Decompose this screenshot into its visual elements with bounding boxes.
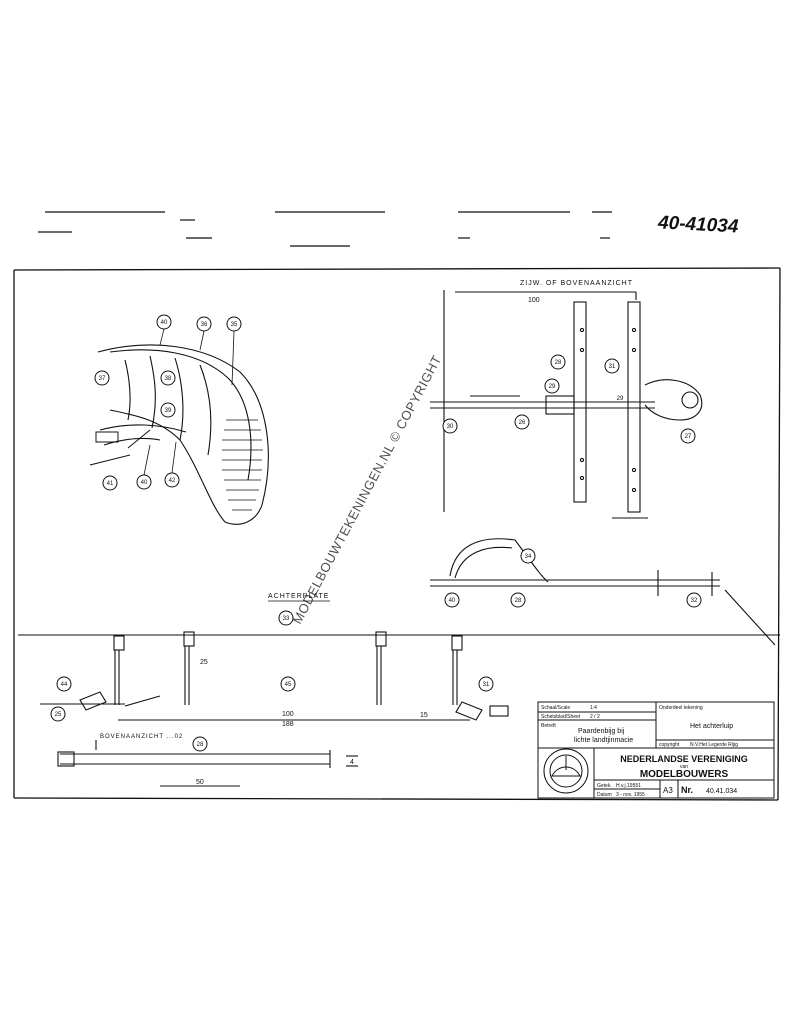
callout-label: 40 xyxy=(141,480,148,486)
society-emblem xyxy=(543,748,589,794)
drawing-number: 40.41.034 xyxy=(706,788,737,795)
subject-label: Betreft xyxy=(541,723,556,729)
callout-bubble xyxy=(544,378,560,394)
callout-label: 32 xyxy=(691,598,698,604)
number-label: Nr. xyxy=(681,785,693,795)
callout-bubble xyxy=(686,592,702,608)
dimension-label: 15 xyxy=(420,712,428,719)
drawn-value: H.v.j.19551 xyxy=(616,783,641,789)
copyright-label: copyright xyxy=(659,742,680,748)
callouts-upper-right xyxy=(442,354,696,444)
callout-label: 31 xyxy=(609,364,616,370)
callout-bubble xyxy=(442,418,458,434)
drawing-border xyxy=(13,267,781,801)
callout-label: 28 xyxy=(197,742,204,748)
ship-name: Het achterluip xyxy=(690,723,733,730)
callout-label: 33 xyxy=(283,616,290,622)
org-name-line-2: MODELBOUWERS xyxy=(640,769,729,780)
callout-label: 45 xyxy=(285,682,292,688)
drawn-label: Getek. xyxy=(597,783,612,789)
dimension-label: 25 xyxy=(200,659,208,666)
callout-label: 25 xyxy=(55,712,62,718)
callout-bubble xyxy=(280,676,296,692)
callout-bubble xyxy=(56,676,72,692)
callout-label: 40 xyxy=(161,320,168,326)
scale-value: 1:4 xyxy=(590,705,597,711)
ship-label: Onderdeel tekening xyxy=(659,705,703,711)
pin-detail-left xyxy=(89,429,151,466)
dimension-label: 188 xyxy=(282,721,294,728)
callout-label: 44 xyxy=(61,682,68,688)
callouts-lower-left xyxy=(50,610,494,722)
sheet-value: 2 / 2 xyxy=(590,714,600,720)
callouts-bottom-left xyxy=(192,736,208,752)
callout-bubble xyxy=(444,592,460,608)
org-name-van: van xyxy=(680,764,688,770)
title-block xyxy=(537,701,775,799)
callout-bubble xyxy=(160,370,176,386)
callout-label: 27 xyxy=(685,434,692,440)
callout-label: 37 xyxy=(99,376,106,382)
rudder-perspective-view xyxy=(97,344,269,525)
callout-bubble xyxy=(604,358,620,374)
callout-leaders-upper-left xyxy=(143,328,235,476)
callouts-middle-right xyxy=(444,548,702,608)
callout-bubble xyxy=(510,592,526,608)
callout-bubble xyxy=(478,676,494,692)
callout-bubble xyxy=(680,428,696,444)
callout-bubble xyxy=(514,414,530,430)
header-fragments xyxy=(38,211,612,247)
callout-label: 28 xyxy=(515,598,522,604)
hinge-detail xyxy=(430,538,776,646)
callout-bubble xyxy=(94,370,110,386)
callout-bubble xyxy=(520,548,536,564)
callout-label: 36 xyxy=(201,322,208,328)
callout-label: 29 xyxy=(549,384,556,390)
callout-bubble xyxy=(192,736,208,752)
subject-line-1: Paardenbijg bij xyxy=(578,728,625,735)
callout-label: 30 xyxy=(447,424,454,430)
side-view-geometry xyxy=(430,290,703,519)
callout-label: 26 xyxy=(519,420,526,426)
callout-label: 42 xyxy=(169,478,176,484)
subject-line-2: lichte landtjinmacie xyxy=(574,737,633,744)
callouts-upper-left xyxy=(94,314,242,491)
callout-bubble xyxy=(50,706,66,722)
strap-plan-view xyxy=(57,740,358,787)
callout-bubble xyxy=(278,610,294,626)
dimension-label: 100 xyxy=(282,711,294,718)
copyright-value: N.V.Het Legerde Rijig xyxy=(690,742,738,748)
sheet-label: Schetsblad/Sheet xyxy=(541,714,581,720)
handwritten-drawing-number: 40-41034 xyxy=(657,212,740,237)
callout-label: 39 xyxy=(165,408,172,414)
callout-bubble xyxy=(550,354,566,370)
copyright-watermark: MODELBOUWTEKENINGEN.NL © COPYRIGHT xyxy=(289,353,444,627)
callout-label: 29 xyxy=(617,396,624,402)
date-label: Datum xyxy=(597,792,612,798)
callout-label: 31 xyxy=(483,682,490,688)
callout-bubble xyxy=(160,402,176,418)
section-label-mid-left: ACHTERPLATE xyxy=(268,593,329,600)
callout-label: 38 xyxy=(165,376,172,382)
rudder-hatching xyxy=(222,419,263,511)
dimension-label: 50 xyxy=(196,779,204,786)
dimension-top-right: 100 xyxy=(528,297,540,304)
pintle-assembly xyxy=(18,631,780,721)
org-name-line-1: NEDERLANDSE VERENIGING xyxy=(620,754,748,764)
section-label-top-right: ZIJW. OF BOVENAANZICHT xyxy=(520,280,633,287)
callout-bubble xyxy=(102,475,118,491)
callout-label: 41 xyxy=(107,481,114,487)
dimension-label: 4 xyxy=(350,759,354,766)
callout-label: 34 xyxy=(525,554,532,560)
date-value: 3 - nov. 1955 xyxy=(616,792,645,798)
callout-label: 40 xyxy=(449,598,456,604)
callout-label: 28 xyxy=(555,360,562,366)
section-label-lower-left: BOVENAANZICHT ...02 xyxy=(100,734,183,740)
sheet-format: A3 xyxy=(663,786,673,795)
callout-label: 35 xyxy=(231,322,238,328)
scale-label: Schaal/Scale xyxy=(541,705,570,711)
